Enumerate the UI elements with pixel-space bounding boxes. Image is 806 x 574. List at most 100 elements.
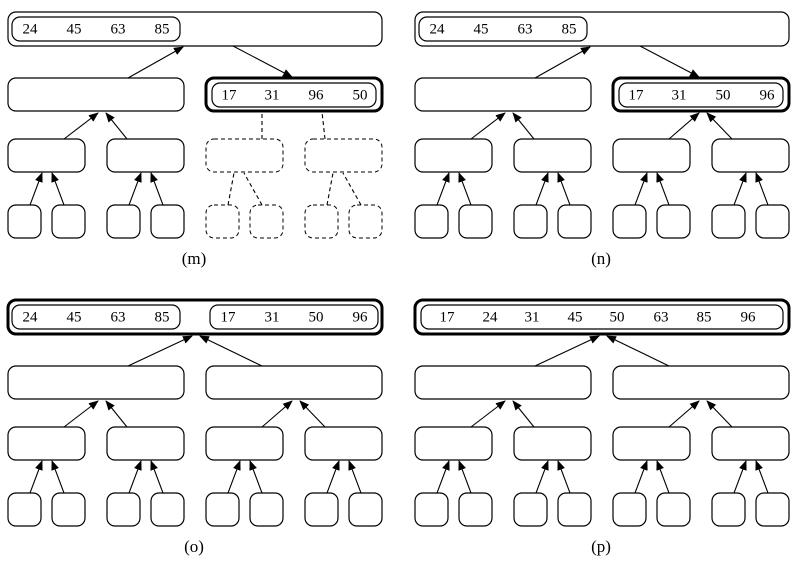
edge-leaf-to-level3	[436, 172, 450, 206]
level3-node	[513, 138, 592, 173]
root-value: 45	[67, 21, 82, 37]
edge-leaf-to-level3	[557, 460, 571, 494]
root-value: 85	[155, 309, 170, 325]
mid-left-node	[7, 77, 185, 112]
edge-leaf-to-level3	[128, 460, 142, 494]
level3-node	[205, 138, 284, 173]
edge-leaf-to-level3	[458, 172, 472, 206]
mid-right-node	[612, 365, 790, 400]
root-value: 45	[568, 309, 583, 325]
root-left-sequence	[11, 16, 181, 42]
leaf-node	[513, 204, 548, 239]
edge-leaf-to-level3	[150, 460, 164, 494]
root-value: 85	[155, 21, 170, 37]
leaf-node	[106, 204, 141, 239]
edge-mid-left-to-root	[127, 335, 193, 367]
leaf-node	[513, 492, 548, 527]
root-left-sequence	[11, 304, 181, 330]
edge-leaf-to-level3	[755, 460, 769, 494]
mid-right-value: 96	[309, 87, 325, 103]
leaf-node	[755, 204, 790, 239]
leaf-node	[150, 204, 185, 239]
level3-node	[304, 138, 383, 173]
edge-root-to-mid-right	[639, 45, 700, 78]
edge-level3-to-mid	[512, 112, 535, 140]
edge-leaf-to-level3	[733, 460, 747, 494]
root-value: 17	[440, 309, 456, 325]
edge-mid-left-to-root	[534, 46, 591, 79]
edge-leaf-to-level3	[535, 172, 549, 206]
merged-sequence	[420, 304, 784, 330]
root-value: 96	[353, 309, 369, 325]
level3-node	[106, 138, 185, 173]
mid-right-node	[205, 365, 383, 400]
edge-mid-left-to-root	[127, 46, 184, 79]
edge-mid-left-to-root	[534, 335, 600, 367]
panel-caption: (m)	[182, 249, 207, 268]
edge-level3-to-mid	[470, 400, 506, 428]
edge-leaf-to-level3	[29, 460, 43, 494]
root-value: 24	[23, 21, 39, 37]
leaf-node	[150, 492, 185, 527]
leaf-node	[458, 492, 493, 527]
mid-right-value: 31	[265, 87, 280, 103]
root-value: 63	[518, 21, 533, 37]
mid-right-sequence	[618, 82, 784, 108]
edge-mid-right-to-root	[606, 335, 670, 367]
edge-leaf-to-level3	[348, 460, 362, 494]
leaf-node	[711, 204, 746, 239]
edge-mid-right-to-root	[199, 335, 263, 367]
edge-leaf-to-level3	[227, 172, 235, 206]
level3-node	[205, 426, 284, 461]
leaf-node	[7, 204, 42, 239]
leaf-node	[348, 204, 383, 239]
mid-right-sequence	[211, 82, 377, 108]
leaf-node	[304, 204, 339, 239]
edge-leaf-to-level3	[634, 460, 648, 494]
edge-level3-to-mid	[668, 400, 700, 428]
edge-root-to-mid-right	[232, 45, 293, 78]
root-value: 85	[562, 21, 577, 37]
leaf-node	[458, 204, 493, 239]
edge-leaf-to-level3	[458, 460, 472, 494]
level3-node	[711, 426, 790, 461]
leaf-node	[249, 204, 284, 239]
level3-node	[7, 138, 86, 173]
edge-level3-to-mid	[706, 112, 733, 140]
panel-caption: (p)	[591, 537, 611, 556]
root-value: 31	[525, 309, 540, 325]
level3-node	[106, 426, 185, 461]
leaf-node	[51, 204, 86, 239]
root-value: 31	[265, 309, 280, 325]
root-value: 45	[67, 309, 82, 325]
leaf-node	[557, 492, 592, 527]
edge-leaf-to-level3	[51, 172, 65, 206]
edge-leaf-to-level3	[535, 460, 549, 494]
edge-leaf-to-level3	[755, 172, 769, 206]
edge-level3-to-mid	[706, 400, 733, 428]
edge-leaf-to-level3	[733, 172, 747, 206]
root-value: 85	[697, 309, 712, 325]
edge-level3-to-mid	[321, 111, 326, 140]
edge-leaf-to-level3	[326, 172, 334, 206]
level3-node	[513, 426, 592, 461]
level3-node	[414, 426, 493, 461]
root-value: 63	[111, 21, 126, 37]
level3-node	[612, 426, 691, 461]
mid-right-value: 50	[353, 87, 368, 103]
edge-leaf-to-level3	[227, 460, 241, 494]
leaf-node	[755, 492, 790, 527]
edge-level3-to-mid	[105, 400, 128, 428]
edge-level3-to-mid	[261, 400, 293, 428]
leaf-node	[304, 492, 339, 527]
mid-left-node	[7, 365, 185, 400]
root-value: 24	[23, 309, 39, 325]
root-value: 45	[474, 21, 489, 37]
level3-node	[7, 426, 86, 461]
edge-level3-to-mid	[63, 112, 99, 140]
root-value: 50	[309, 309, 324, 325]
